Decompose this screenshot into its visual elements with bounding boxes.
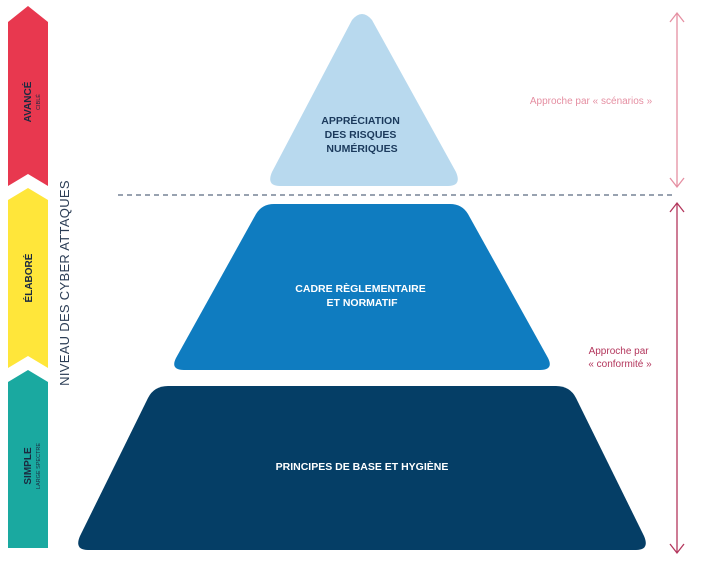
pyramid-middle-tier <box>174 204 550 370</box>
level-sublabel-avance: CIBLÉ <box>35 94 42 110</box>
axis-label: NIVEAU DES CYBER ATTAQUES <box>57 180 72 386</box>
level-label-elabore: ÉLABORÉ <box>22 253 35 302</box>
approach-conformite-arrow <box>669 201 685 555</box>
level-segment-elabore <box>8 188 48 368</box>
pyramid-bottom-tier <box>78 386 646 550</box>
level-bar: AVANCÉ CIBLÉ ÉLABORÉ SIMPLE LARGE SPECTR… <box>8 6 48 548</box>
level-label-avance: AVANCÉ <box>21 81 34 122</box>
level-segment-simple <box>8 370 48 548</box>
pyramid-middle-label: CADRE RÈGLEMENTAIRE ET NORMATIF <box>295 282 428 309</box>
approach-conformite-label: Approche par « conformité » <box>588 346 652 370</box>
approach-scenarios-arrow <box>669 11 685 189</box>
level-sublabel-simple: LARGE SPECTRE <box>36 443 42 489</box>
pyramid-top-tier <box>270 14 458 186</box>
pyramid-bottom-label: PRINCIPES DE BASE ET HYGIÈNE <box>276 460 449 473</box>
pyramid-top-label: APPRÉCIATION DES RISQUES NUMÉRIQUES <box>321 114 402 155</box>
pyramid: APPRÉCIATION DES RISQUES NUMÉRIQUES CADR… <box>78 14 646 550</box>
level-label-simple: SIMPLE <box>23 447 34 485</box>
level-segment-avance <box>8 6 48 186</box>
approach-scenarios-label: Approche par « scénarios » <box>530 96 653 107</box>
